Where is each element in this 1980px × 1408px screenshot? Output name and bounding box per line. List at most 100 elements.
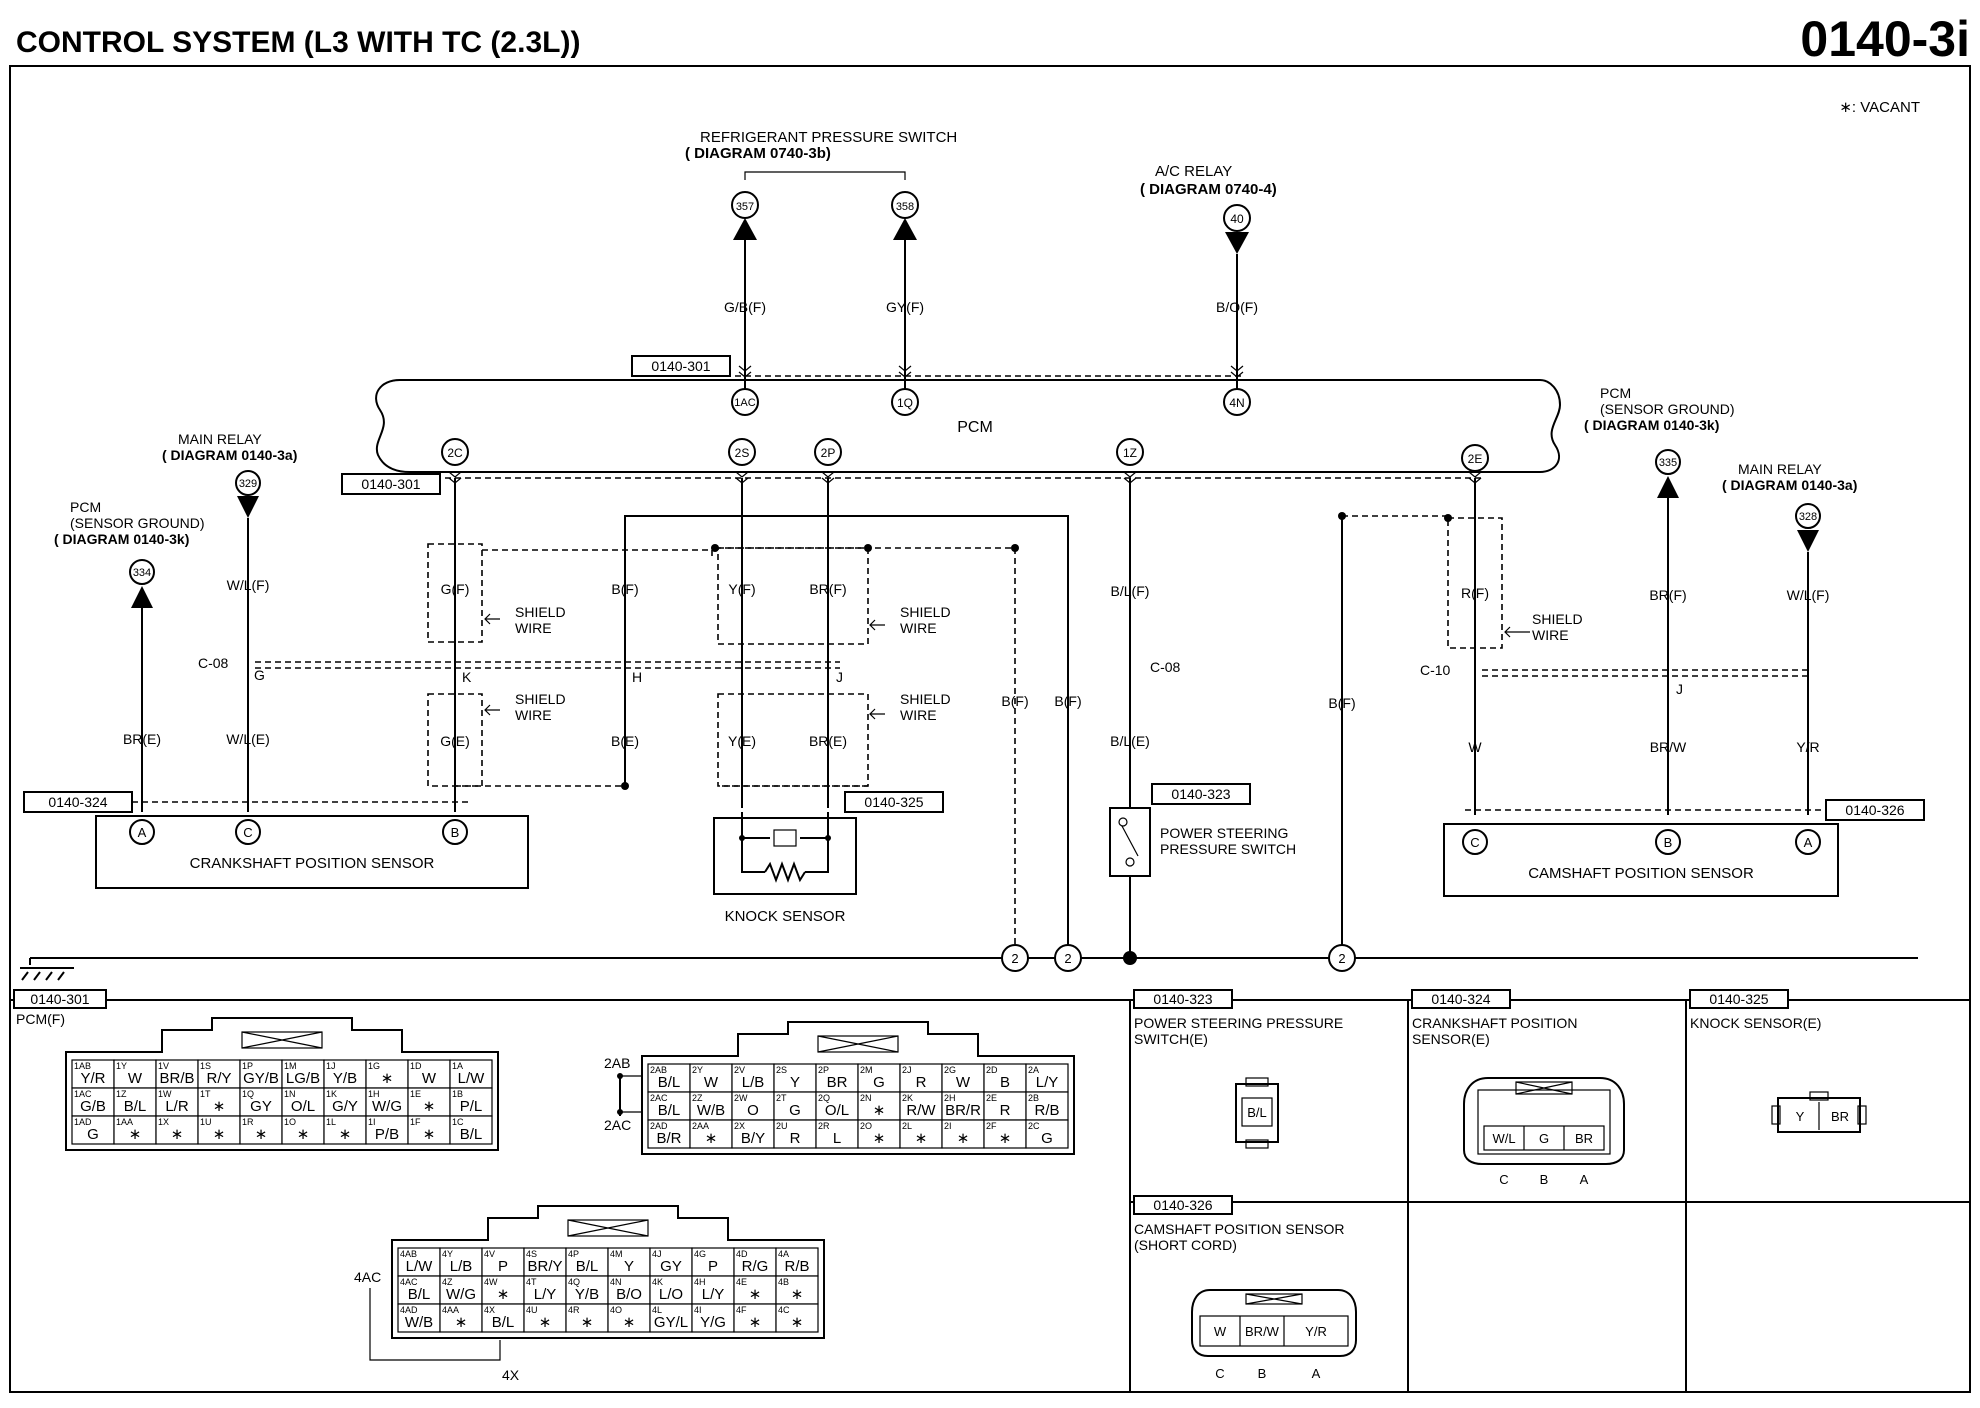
pcm-conn-a-pin-id: 1F [410, 1117, 421, 1127]
pcm-conn-a-pin-id: 1Y [116, 1061, 127, 1071]
pcm-conn-a-cell [407, 1115, 451, 1145]
shield-wire-label-1: WIRE [515, 620, 552, 636]
pcm-conn-b-pin-id: 2F [986, 1121, 997, 1131]
pcm-connector-b: 2ABB/L2YW2VL/B2SY2PBR2MG2JR2GW2DB2AL/Y2A… [641, 1021, 1075, 1155]
pcm-conn-b-pin-color: R [790, 1130, 801, 1147]
pcm-conn-c-pin-color: ∗ [791, 1314, 804, 1331]
pcm-conn-ref: 0140-301 [30, 991, 89, 1007]
pcm-conn-c-pin-id: 4O [610, 1305, 622, 1315]
pin-4n [1223, 388, 1251, 416]
pcm-conn-a-pin-color: ∗ [171, 1126, 184, 1143]
pcm-conn-b-pin-color: B [1000, 1074, 1010, 1091]
connector-328-label: 328 [1799, 511, 1817, 523]
pcm-conn-c-cell [481, 1247, 525, 1277]
pcm-conn-b-pin-id: 2U [776, 1121, 788, 1131]
cam-label: CAMSHAFT POSITION SENSOR [1528, 865, 1754, 882]
conn-323-pin: B/L [1247, 1105, 1267, 1120]
c08-left: C-08 [198, 655, 229, 671]
pcm-conn-a-pin-color: ∗ [129, 1126, 142, 1143]
pcm-conn-c-pin-color: Y/B [575, 1286, 599, 1303]
pcm-conn-c-pin-color: L/B [450, 1258, 473, 1275]
conn-326-b: B [1258, 1366, 1267, 1381]
crank-pin-c: C [243, 825, 252, 840]
wire-gyf: GY(F) [886, 299, 924, 315]
pcm-conn-a-pin-color: W [422, 1070, 437, 1087]
pcm-conn-a-cell [197, 1059, 241, 1089]
pcm-conn-c-cell [691, 1275, 735, 1305]
pcm-conn-b-pin-id: 2AA [692, 1121, 709, 1131]
pcm-conn-a-pin-id: 1T [200, 1089, 211, 1099]
pcm-sensor-ground-right-diagram: ( DIAGRAM 0140-3k) [1584, 417, 1719, 433]
wire-bf-far-right: B(F) [1328, 695, 1355, 711]
pcm-ref-bottom: 0140-301 [361, 476, 420, 492]
connector-334-label: 334 [133, 567, 151, 579]
pcm-conn-c-cell [607, 1303, 651, 1333]
pin-2c [441, 438, 469, 466]
ground-2-b: 2 [1064, 951, 1071, 966]
conn-323-label-1: POWER STEERING PRESSURE [1134, 1015, 1343, 1031]
pcm-conn-a-cell [323, 1087, 367, 1117]
pcm-conn-c-pin-id: 4S [526, 1249, 537, 1259]
pcm-conn-c-cell [775, 1303, 819, 1333]
pcm-conn-c-cell [565, 1303, 609, 1333]
pcm-conn-c-pin-id: 4T [526, 1277, 537, 1287]
pcm-conn-c-pin-id: 4C [778, 1305, 790, 1315]
pcm-conn-b-cell [773, 1063, 817, 1093]
refrigerant-switch-diagram: ( DIAGRAM 0740-3b) [685, 145, 831, 162]
shield-wire-label-2: WIRE [515, 707, 552, 723]
pcm-conn-b-pin-color: Y [790, 1074, 800, 1091]
pcm-conn-c-pin-id: 4AB [400, 1249, 417, 1259]
conn-324-ref: 0140-324 [1431, 991, 1490, 1007]
pcm-conn-a-cell [71, 1115, 115, 1145]
pcm-conn-c-cell [733, 1275, 777, 1305]
pcm-conn-a-pin-id: 1Z [116, 1089, 127, 1099]
pcm-conn-b-cell [647, 1063, 691, 1093]
pcm-conn-a-pin-id: 1AD [74, 1117, 92, 1127]
conn-324-body [1463, 1077, 1625, 1165]
pcm-conn-c-pin-id: 4Y [442, 1249, 453, 1259]
pcm-conn-a-pin-color: ∗ [255, 1126, 268, 1143]
wire-yf: Y(F) [728, 581, 755, 597]
pcm-conn-c-cell [691, 1247, 735, 1277]
pcm-conn-a-pin-id: 1G [368, 1061, 380, 1071]
pcm-conn-a-pin-color: W/G [372, 1098, 402, 1115]
pcm-conn-b-pin-id: 2B [1028, 1093, 1039, 1103]
pcm-conn-b-cell [983, 1063, 1027, 1093]
pcm-conn-b-pin-color: BR/R [945, 1102, 981, 1119]
pcm-conn-b-pin-color: G [873, 1074, 885, 1091]
pcm-conn-b-pin-id: 2C [1028, 1121, 1040, 1131]
pcm-conn-a-pin-color: G/Y [332, 1098, 358, 1115]
pcm-conn-c-pin-color: ∗ [623, 1314, 636, 1331]
pcm-conn-c-pin-color: B/L [492, 1314, 515, 1331]
pcm-conn-b-cell [941, 1119, 985, 1149]
pcm-conn-c-cell [775, 1275, 819, 1305]
pcm-conn-a-pin-id: 1K [326, 1089, 337, 1099]
shield-label-4: SHIELD [900, 691, 951, 707]
pcm-sensor-ground-left: PCM [70, 499, 101, 515]
conn-326-label-2: (SHORT CORD) [1134, 1237, 1237, 1253]
knock-label: KNOCK SENSOR [725, 908, 846, 925]
main-relay-left-diagram: ( DIAGRAM 0140-3a) [162, 447, 297, 463]
pcm-conn-b-pin-color: G [789, 1102, 801, 1119]
wire-bre: BR(E) [809, 733, 847, 749]
pcm-conn-a-pin-color: LG/B [286, 1070, 320, 1087]
pcm-conn-a-pin-color: GY [250, 1098, 272, 1115]
pcm-sensor-ground-left-diagram: ( DIAGRAM 0140-3k) [54, 531, 189, 547]
pcm-conn-c-pin-id: 4P [568, 1249, 579, 1259]
conn-324-c: C [1499, 1172, 1508, 1187]
pcm-conn-b-pin-color: R [916, 1074, 927, 1091]
c10-right: C-10 [1420, 662, 1451, 678]
pin-1z [1116, 438, 1144, 466]
pcm-conn-a-pin-color: ∗ [423, 1098, 436, 1115]
pcm-conn-a-pin-color: ∗ [213, 1098, 226, 1115]
cam-pin-c: C [1470, 835, 1479, 850]
wire-be-h: B(E) [611, 733, 639, 749]
pcm-conn-a-cell [449, 1087, 493, 1117]
pcm-conn-a-pin-id: 1N [284, 1089, 296, 1099]
pcm-ref-top: 0140-301 [651, 358, 710, 374]
pcm-conn-a-pin-id: 1M [284, 1061, 297, 1071]
pcm-conn-b-cell [815, 1063, 859, 1093]
wire-rf: R(F) [1461, 585, 1489, 601]
pcm-conn-a-pin-color: B/L [124, 1098, 147, 1115]
